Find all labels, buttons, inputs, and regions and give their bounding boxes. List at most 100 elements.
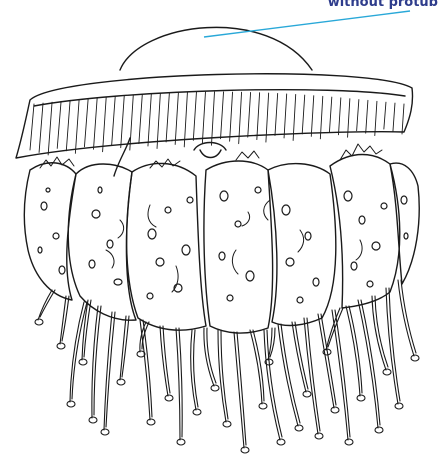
fringe-stroke <box>366 100 368 133</box>
tentacle-edge <box>40 290 55 317</box>
tentacle <box>318 314 334 408</box>
fringe-stroke <box>284 94 287 138</box>
spot <box>227 295 233 301</box>
tentacle-edge <box>94 306 101 415</box>
spot <box>367 281 373 287</box>
spot <box>46 188 50 192</box>
fringe-stroke <box>184 92 187 146</box>
tentacle-bulb <box>35 319 43 325</box>
dome <box>120 27 312 70</box>
fringe-stroke <box>103 97 107 152</box>
fringe-stroke <box>329 97 331 132</box>
fringe-stroke <box>94 98 98 149</box>
annotation-leader-line <box>204 11 410 37</box>
tentacle <box>304 318 318 434</box>
lobe-ruffle-right <box>236 144 382 160</box>
spot <box>114 279 122 285</box>
tentacle-bulb <box>357 395 365 401</box>
spot <box>246 271 254 281</box>
tentacle-bulb <box>331 407 339 413</box>
tentacle-bulb <box>147 419 155 425</box>
tentacle-edge <box>321 314 336 405</box>
fringe-stroke <box>57 101 61 148</box>
spot <box>359 216 365 224</box>
manubrium-top <box>194 143 226 158</box>
tentacle <box>104 312 112 430</box>
tentacle-bulb <box>211 385 219 391</box>
spot <box>282 205 290 215</box>
spot <box>372 242 380 250</box>
fringe-stroke <box>139 94 142 143</box>
tentacle-bulb <box>223 421 231 427</box>
fringe-stroke <box>248 92 251 137</box>
tentacle-bulb <box>57 343 65 349</box>
tentacle <box>358 300 378 428</box>
oral-lobe-2 <box>68 164 136 320</box>
spot <box>53 233 59 239</box>
spot <box>187 197 193 203</box>
fringe-stroke <box>221 92 224 139</box>
spot <box>286 258 294 266</box>
tentacle-bulb <box>241 447 249 453</box>
spot <box>38 247 42 253</box>
fringe-stroke <box>166 93 169 142</box>
tentacle-bulb <box>259 403 267 409</box>
spot <box>401 196 407 204</box>
spot <box>156 258 164 266</box>
tentacle-bulb <box>345 439 353 445</box>
fringe-stroke <box>257 93 260 140</box>
spot <box>89 260 95 268</box>
fringe-stroke <box>193 92 196 140</box>
oral-lobe-5 <box>268 164 336 326</box>
fringe-stroke <box>130 95 133 150</box>
fringe-stroke <box>375 101 377 135</box>
spot <box>148 229 156 239</box>
tentacle-bulb <box>383 369 391 375</box>
spot <box>255 187 261 193</box>
fringe-stroke <box>84 99 88 147</box>
fringe-stroke <box>338 98 340 135</box>
tentacle <box>176 328 180 440</box>
tentacle-edge <box>207 328 216 383</box>
tentacle-bulb <box>67 401 75 407</box>
tentacle <box>398 280 414 356</box>
tentacle-bulb <box>177 439 185 445</box>
tentacle-bulb <box>79 359 87 365</box>
tentacle <box>218 330 226 422</box>
annotation-label: without protub <box>328 0 438 11</box>
tentacle-bulb <box>117 379 125 385</box>
oral-lobe-4 <box>204 161 273 333</box>
spot <box>344 191 352 201</box>
spot <box>147 293 153 299</box>
spot <box>313 278 319 286</box>
spot <box>98 187 102 193</box>
spot <box>220 191 228 201</box>
fringe-stroke <box>230 92 233 141</box>
tentacle-edge <box>307 318 320 431</box>
spot <box>41 202 47 210</box>
fringe-stroke <box>66 100 70 150</box>
fringe-stroke <box>393 103 395 131</box>
fringe-stroke <box>48 102 52 155</box>
oral-lobe-6 <box>330 155 400 309</box>
tentacle-edge <box>253 330 264 401</box>
fringe-stroke <box>75 100 79 154</box>
spot <box>305 232 311 240</box>
spot <box>59 266 65 274</box>
tentacle-edge <box>335 310 350 437</box>
fringe-stroke <box>121 96 125 148</box>
tentacle-edge <box>163 326 170 393</box>
tentacle-edge <box>349 306 362 393</box>
tentacle-bulb <box>375 427 383 433</box>
lobe-creases <box>106 200 362 292</box>
spot <box>219 252 225 260</box>
spot <box>92 210 100 218</box>
tentacle-bulb <box>193 409 201 415</box>
fringe-stroke <box>302 95 305 134</box>
fringe-stroke <box>157 93 160 148</box>
tentacle-bulb <box>295 425 303 431</box>
spot <box>107 240 113 248</box>
spot <box>351 262 357 270</box>
fringe-stroke <box>384 102 386 129</box>
